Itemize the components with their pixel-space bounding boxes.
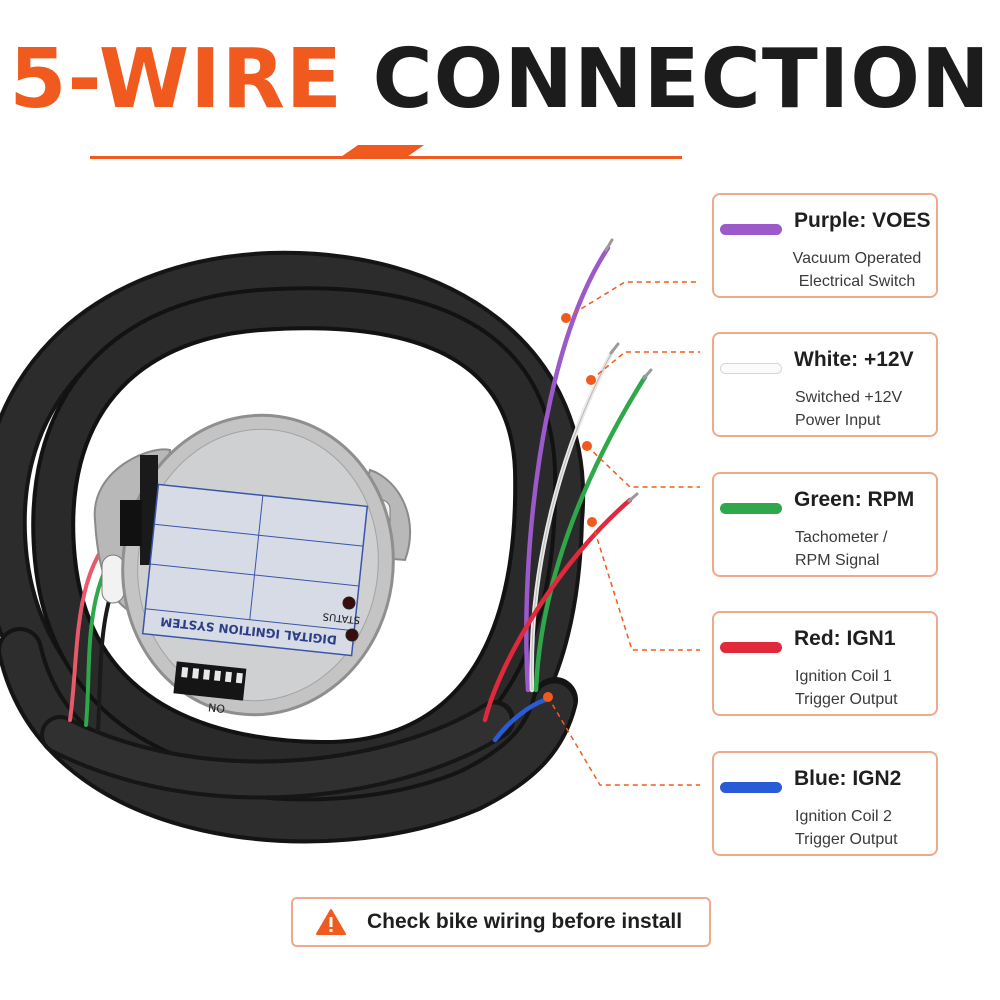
red-wire bbox=[482, 497, 633, 723]
wire-card-desc-line: Trigger Output bbox=[795, 831, 898, 848]
wire-card-description: Vacuum Operated Electrical Switch bbox=[774, 247, 940, 293]
status-label: STATUS bbox=[322, 610, 360, 625]
wire-card-desc-line: Vacuum Operated bbox=[792, 250, 922, 267]
warning-triangle-icon bbox=[316, 909, 346, 935]
ignition-module: DIGITAL IGNITION SYSTEM ON STATUS bbox=[93, 413, 411, 717]
wire-card-title: White: +12V bbox=[794, 348, 914, 371]
wire-card-desc-line: Trigger Output bbox=[795, 691, 898, 708]
dip-switch bbox=[173, 661, 247, 701]
red-swatch bbox=[720, 642, 782, 653]
voes-led bbox=[342, 596, 356, 610]
cable-end-sleeve bbox=[40, 700, 515, 800]
install-notice: Check bike wiring before install bbox=[291, 897, 711, 947]
title-accent: 5-WIRE bbox=[9, 32, 343, 127]
wire-card-title: Green: RPM bbox=[794, 488, 915, 511]
wire-card-description: Tachometer / RPM Signal bbox=[795, 526, 887, 572]
wire-card-description: Ignition Coil 1 Trigger Output bbox=[795, 665, 898, 711]
wire-card-purple: Purple: VOES Vacuum Operated Electrical … bbox=[712, 193, 938, 298]
purple-swatch bbox=[720, 224, 782, 235]
blue-wire bbox=[492, 697, 548, 743]
ignition-module-illustration: DIGITAL IGNITION SYSTEM ON STATUS bbox=[0, 238, 700, 844]
wire-card-desc-line: Ignition Coil 1 bbox=[795, 668, 892, 685]
wire-card-blue: Blue: IGN2 Ignition Coil 2 Trigger Outpu… bbox=[712, 751, 938, 856]
blue-swatch bbox=[720, 782, 782, 793]
wire-card-desc-line: Power Input bbox=[795, 412, 881, 429]
status-led bbox=[345, 628, 359, 642]
wire-card-description: Switched +12V Power Input bbox=[795, 386, 902, 432]
wire-card-desc-line: Ignition Coil 2 bbox=[795, 808, 892, 825]
wire-card-desc-line: Tachometer / bbox=[795, 529, 888, 546]
title-main: CONNECTION bbox=[372, 32, 991, 127]
wire-card-white: White: +12V Switched +12V Power Input bbox=[712, 332, 938, 437]
dip-switch-label: ON bbox=[208, 700, 226, 715]
wire-card-title: Blue: IGN2 bbox=[794, 767, 902, 790]
white-swatch bbox=[720, 363, 782, 374]
wire-card-green: Green: RPM Tachometer / RPM Signal bbox=[712, 472, 938, 577]
wire-card-description: Ignition Coil 2 Trigger Output bbox=[795, 805, 898, 851]
purple-wire bbox=[524, 245, 611, 693]
wire-card-desc-line: Switched +12V bbox=[795, 389, 903, 406]
wire-card-desc-line: Electrical Switch bbox=[798, 273, 916, 290]
wire-card-red: Red: IGN1 Ignition Coil 1 Trigger Output bbox=[712, 611, 938, 716]
wire-card-title: Red: IGN1 bbox=[794, 627, 896, 650]
callout-leaders bbox=[547, 281, 700, 786]
wire-card-title: Purple: VOES bbox=[794, 209, 931, 232]
wire-card-desc-line: RPM Signal bbox=[795, 552, 880, 569]
page-title: 5-WIRE CONNECTION bbox=[0, 30, 1000, 130]
title-underline bbox=[90, 145, 682, 159]
notice-text: Check bike wiring before install bbox=[367, 910, 683, 933]
green-wire bbox=[533, 374, 648, 693]
green-swatch bbox=[720, 503, 782, 514]
module-label: DIGITAL IGNITION SYSTEM bbox=[141, 483, 369, 657]
